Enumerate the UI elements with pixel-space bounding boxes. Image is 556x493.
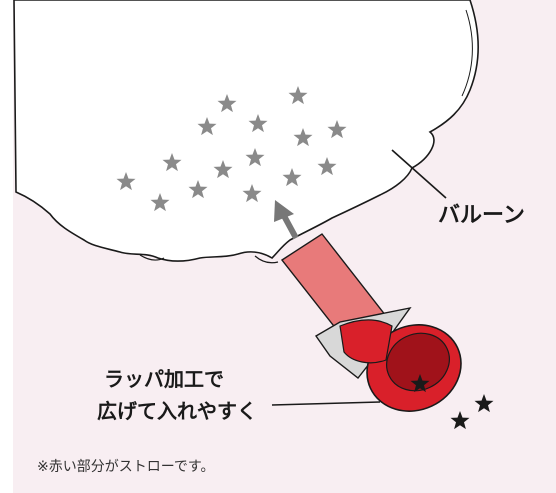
balloon-label: バルーン [438,203,525,228]
instruction-leader-line [271,401,381,406]
star-icon [317,157,337,176]
straw-trumpet-inner [386,332,450,392]
star-icon [327,120,347,139]
star-icon [288,86,308,105]
straw [280,233,462,412]
instruction-line-2: 広げて入れやすく [97,399,257,423]
star-icon [162,153,182,172]
star-icon [213,160,233,179]
star-icon [242,184,262,203]
star-icon [474,394,494,413]
star-icon [188,180,208,199]
star-icon [150,193,170,212]
star-icon [197,117,217,136]
star-icon [282,168,302,187]
star-icon [293,128,313,147]
star-icon [410,374,430,393]
footnote: ※赤い部分がストローです。 [37,459,215,475]
star-icon [217,94,237,113]
star-icon [116,172,136,191]
instruction-line-1: ラッパ加工で [104,367,224,391]
balloon-shape [13,0,480,262]
star-icon [248,114,268,133]
straw-trumpet-body [339,319,393,364]
star-icon [450,411,470,430]
balloon-neck-detail [139,254,279,264]
balloon-leader-line [391,149,447,199]
star-icon [245,148,265,167]
arrow-up-icon [274,200,299,240]
stars-inside-group [116,86,347,212]
balloon-outline-sketch [461,9,473,97]
stars-outside-group [410,374,494,430]
